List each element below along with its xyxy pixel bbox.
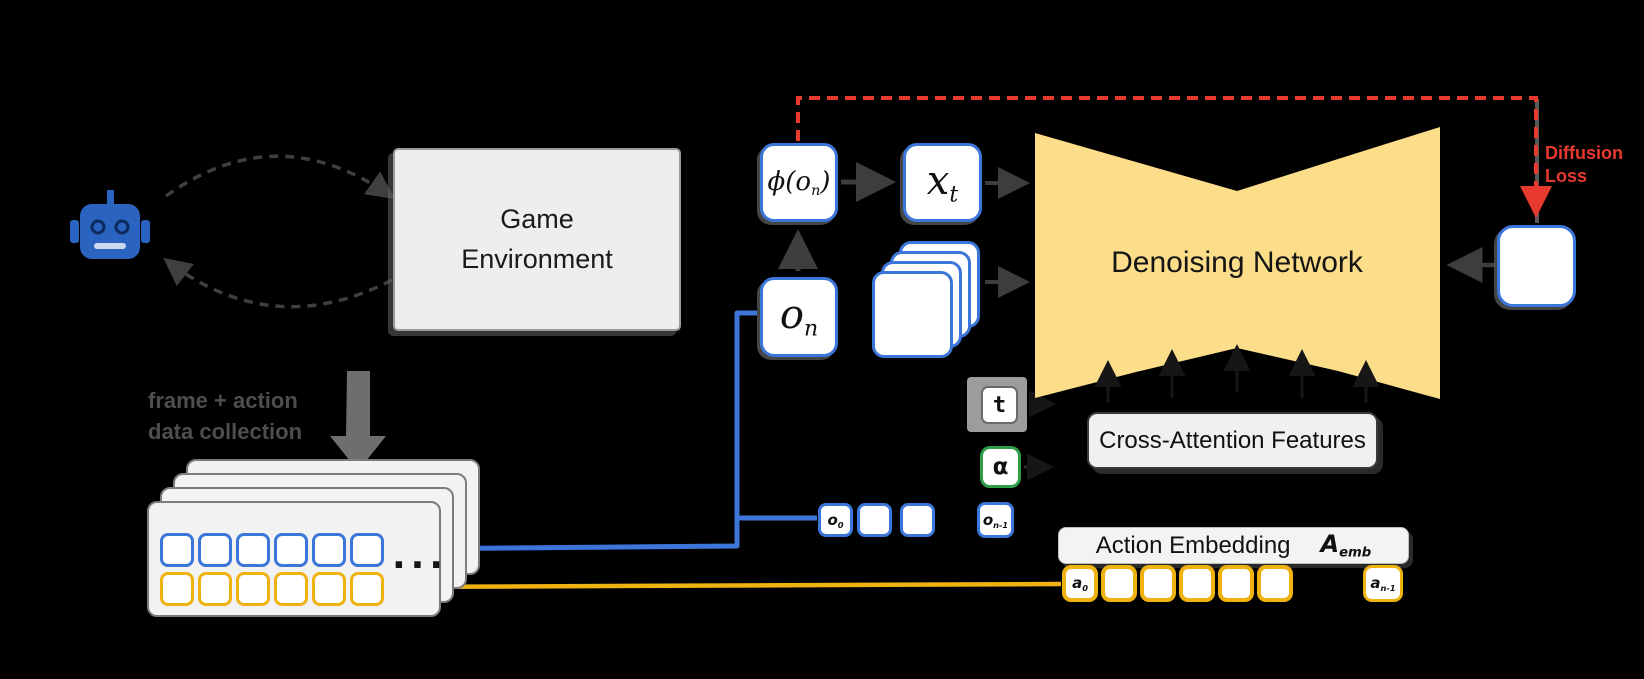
o-0-label: o0: [827, 510, 844, 530]
diffusion-loss-label: Diffusion Loss: [1545, 142, 1623, 189]
action-token: [160, 572, 194, 606]
game-environment-title: Game Environment: [461, 204, 613, 274]
xt-label: xt: [926, 157, 959, 208]
observation-token: [198, 533, 232, 567]
prediction-output-box: [1497, 225, 1576, 307]
ellipsis: ...: [392, 536, 449, 577]
action-embedding-title: Action Embedding: [1095, 531, 1291, 559]
a-n-minus-1-label: an-1: [1370, 574, 1396, 593]
alpha-label: α: [992, 454, 1009, 480]
action-embedding-token: [1140, 565, 1176, 602]
diffusion-loss-line2: Loss: [1545, 166, 1588, 187]
action-embedding-token: [1218, 565, 1254, 602]
diffusion-loss-line1: Diffusion: [1545, 143, 1623, 163]
frame-stack-front: [872, 271, 953, 358]
observation-token: [312, 533, 346, 567]
o-0-box: o0: [818, 503, 853, 537]
observation-history-token: [900, 503, 935, 537]
xt-box: xt: [903, 143, 982, 222]
o-n-minus-1-label: on-1: [982, 510, 1009, 530]
caption-line-2: data collection: [148, 418, 303, 444]
data-collection-caption: frame + action data collection: [148, 386, 343, 448]
alpha-box: α: [980, 446, 1021, 488]
game-environment-box: Game Environment: [393, 148, 681, 331]
action-token: [236, 572, 270, 606]
denoising-network-shape: [1035, 127, 1440, 399]
action-token: [312, 572, 346, 606]
observation-history-token: [857, 503, 892, 537]
o-n-minus-1-box: on-1: [977, 502, 1014, 538]
phi-on-box: ϕ(on): [760, 143, 838, 222]
observation-wire: [384, 310, 757, 552]
action-embedding-symbol: Aemb: [1320, 530, 1372, 561]
agent-to-env-arrow: [164, 154, 395, 200]
observation-token: [236, 533, 270, 567]
diffusion-loss-wire: [796, 96, 1552, 218]
env-to-agent-arrow: [163, 257, 393, 309]
a-n-minus-1-box: an-1: [1363, 565, 1403, 602]
action-token: [350, 572, 384, 606]
action-embedding-box: Action Embedding Aemb: [1058, 527, 1409, 564]
observation-token: [160, 533, 194, 567]
down-arrow-icon: [330, 371, 386, 471]
action-embedding-token: [1101, 565, 1137, 602]
a-0-label: a0: [1072, 574, 1088, 593]
robot-icon: [70, 190, 150, 259]
cross-attention-box: Cross-Attention Features: [1087, 412, 1378, 469]
on-label: on: [779, 292, 819, 342]
action-token: [198, 572, 232, 606]
action-wire: [384, 581, 1062, 590]
denoising-network-title: Denoising Network: [1111, 246, 1363, 279]
action-token: [274, 572, 308, 606]
observation-token: [350, 533, 384, 567]
phi-on-label: ϕ(on): [767, 166, 831, 199]
timestep-box: t: [981, 386, 1018, 424]
action-embedding-token: [1257, 565, 1293, 602]
observation-token: [274, 533, 308, 567]
caption-line-1: frame + action: [148, 388, 298, 413]
a-0-box: a0: [1062, 565, 1098, 602]
on-box: on: [760, 277, 838, 357]
cross-attention-title: Cross-Attention Features: [1099, 426, 1366, 454]
timestep-label: t: [992, 392, 1007, 418]
action-embedding-token: [1179, 565, 1215, 602]
